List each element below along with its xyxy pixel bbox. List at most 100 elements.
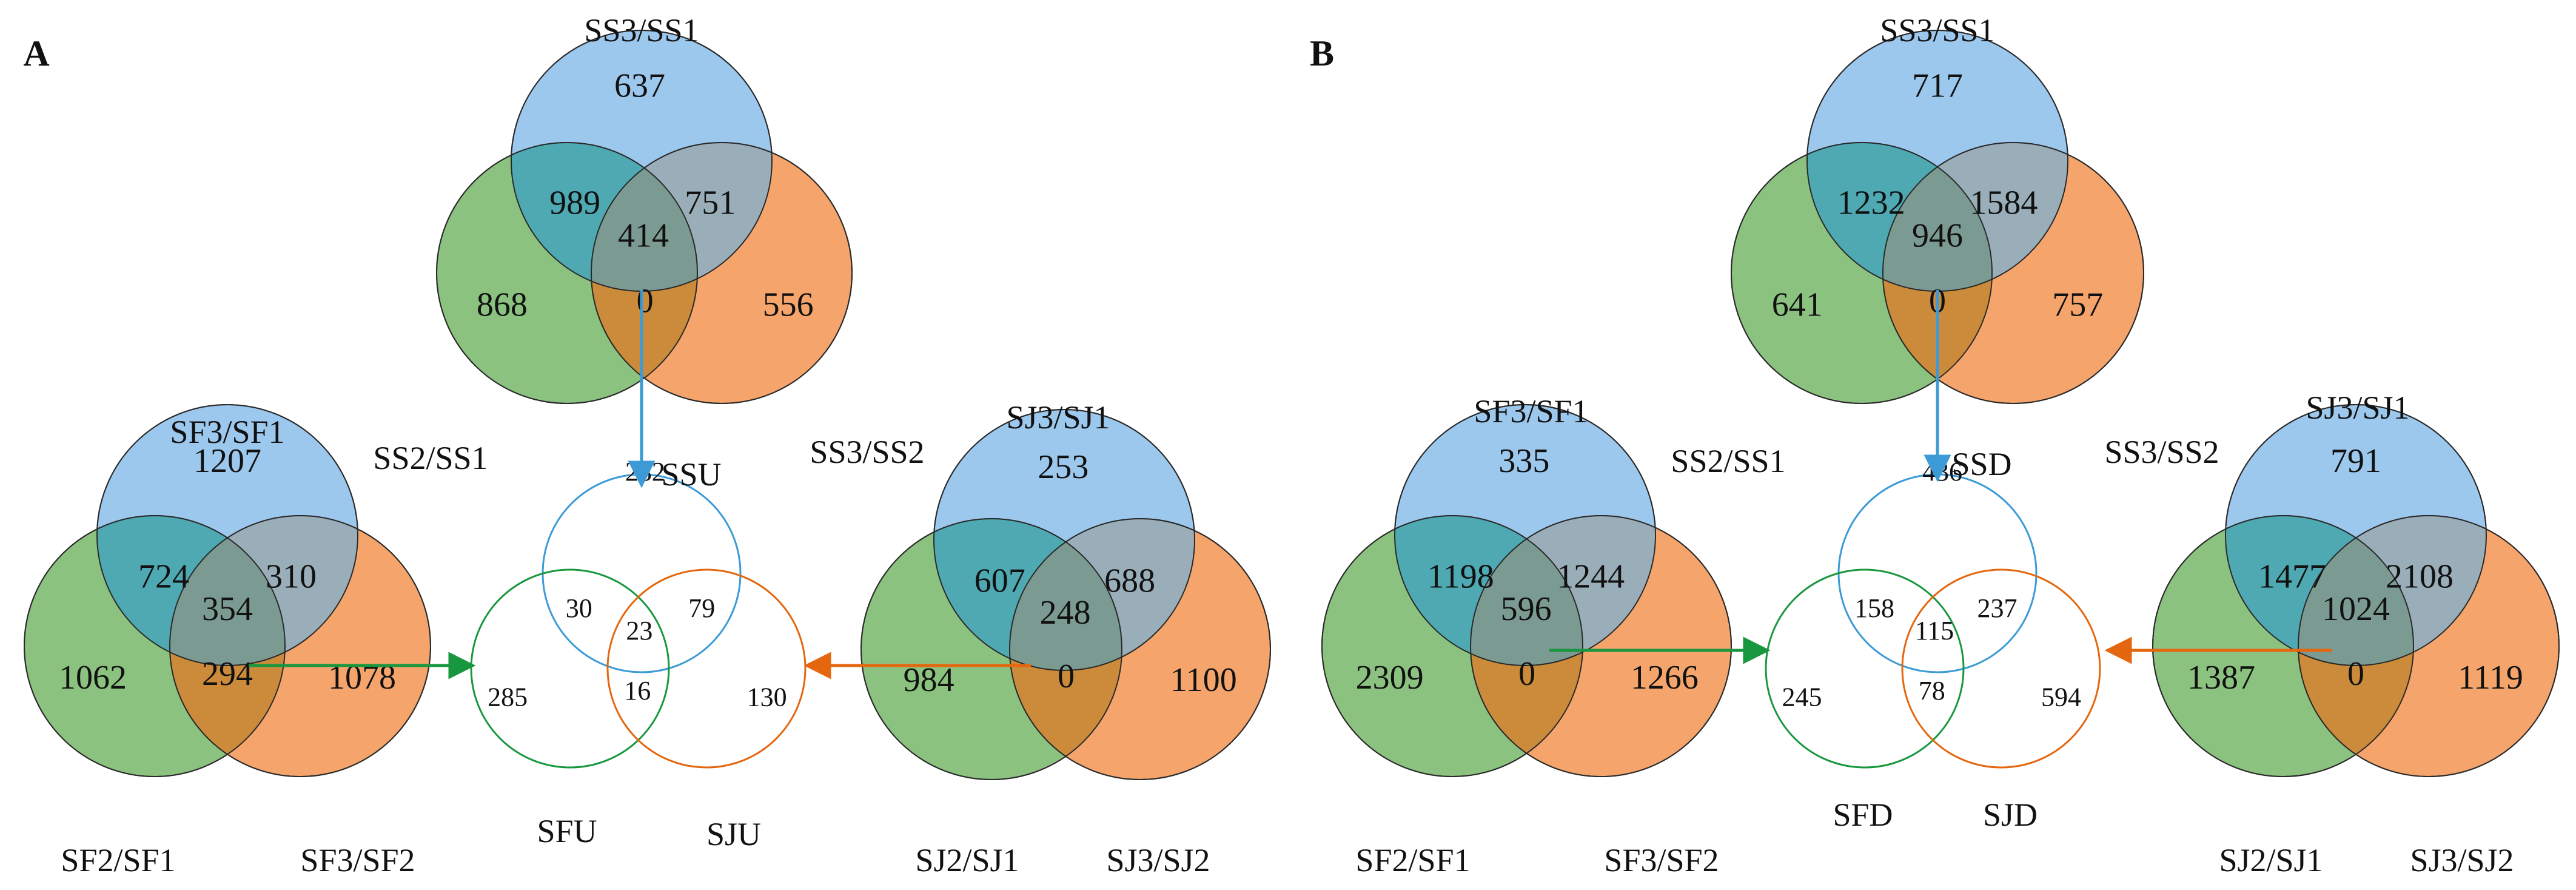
venn-outline-right [2298,515,2560,777]
summary-value-abc: 115 [1915,616,1954,646]
summary-value-b-only: 285 [488,683,528,712]
overlap-fill [591,143,697,291]
venn-label-top: SS3/SS1 [1880,12,1994,49]
venn-outline-right [1882,142,2144,404]
venn-outline-left [436,142,698,404]
summary-label-top: SSD [1951,446,2011,482]
region-value-a-only: 717 [1912,67,1963,105]
venn-outline-top [1394,404,1656,666]
venn-outline-right [591,142,853,404]
region-value-a-only: 253 [1038,448,1088,486]
venn-label-right: SF3/SF2 [300,842,415,878]
venn-label-left: SF2/SF1 [61,842,175,878]
summary-label-right: SJU [706,816,761,852]
overlap-fill [1471,516,1583,666]
region-value-ac: 751 [685,184,736,221]
venn-label-right: SS3/SS2 [2104,434,2219,470]
region-value-ac: 2108 [2386,558,2454,596]
region-value-c-only: 1119 [2458,659,2523,696]
summary-value-ac: 237 [1977,593,2018,623]
region-value-abc: 946 [1912,217,1963,254]
region-value-abc: 248 [1040,594,1091,632]
venn-ss: 717641757123215840946SS3/SS1SS2/SS1SS3/S… [1671,12,2219,479]
overlap-center-inner [1471,516,1583,666]
venn-label-left: SS2/SS1 [1671,443,1785,479]
overlap-fill [1883,143,1992,291]
summary-value-ac: 79 [688,593,715,623]
region-value-ac: 1584 [1970,184,2038,221]
summary-circle-right [1901,568,2101,769]
venn-label-right: SJ3/SJ2 [2410,842,2514,878]
region-value-a-only: 335 [1498,442,1549,480]
region-value-b-only: 984 [904,661,954,699]
venn-label-right: SJ3/SJ2 [1106,842,1210,878]
venn-label-left: SJ2/SJ1 [2219,842,2323,878]
summary-value-c-only: 130 [747,683,787,712]
venn-label-right: SF3/SF2 [1604,842,1719,878]
region-value-ac: 1244 [1557,558,1625,596]
region-value-c-only: 556 [763,286,814,323]
summary-label-right: SJD [1983,797,2038,833]
venn-outline-left [1321,515,1583,777]
venn-outline-left [860,518,1122,780]
region-value-a-only: 637 [614,67,665,105]
venn-outline-right [169,515,431,777]
region-value-c-only: 757 [2052,286,2103,323]
overlap-center [1883,143,1992,291]
summary-value-a-only: 282 [625,457,665,487]
venn-outline-top [933,409,1195,671]
region-value-ab: 1477 [2258,558,2326,596]
region-value-b-only: 868 [477,286,528,323]
summary-value-bc: 78 [1919,676,1945,706]
region-value-b-only: 2309 [1356,659,1424,696]
summary-value-bc: 16 [624,676,651,706]
region-value-ab: 724 [138,558,189,596]
overlap-center [2298,516,2413,666]
region-value-a-only: 791 [2330,442,2381,480]
summary-label-left: SFU [537,813,597,849]
region-value-ac: 688 [1104,562,1155,600]
region-value-b-only: 1062 [59,659,127,696]
venn-outline-left [1731,142,1993,404]
region-value-bc: 0 [1058,658,1075,695]
overlap-center [1471,516,1583,666]
summary-value-ab: 158 [1854,593,1894,623]
summary-value-abc: 23 [626,616,652,646]
region-value-ac: 310 [266,558,317,596]
venn-label-top: SJ3/SJ1 [2306,389,2409,426]
overlap-center [591,143,697,291]
venn-outline-top [96,404,358,666]
venn-outline-top [2225,404,2487,666]
overlap-center-inner [1010,519,1122,670]
region-value-abc: 596 [1501,590,1552,628]
region-value-bc: 294 [202,655,253,693]
region-value-bc: 0 [2347,655,2364,693]
panel-letter: A [23,33,49,73]
venn-outline-left [24,515,286,777]
region-value-a-only: 1207 [193,442,261,480]
region-value-b-only: 641 [1772,286,1823,323]
region-value-c-only: 1100 [1170,661,1237,699]
summary-value-c-only: 594 [2041,683,2081,712]
summary-label-top: SSU [661,456,721,493]
panel-b: B717641757123215840946SS3/SS1SS2/SS1SS3/… [1310,12,2560,878]
region-value-b-only: 1387 [2187,659,2255,696]
overlap-center-inner [591,143,697,291]
venn-label-top: SF3/SF1 [1474,393,1588,430]
region-value-bc: 0 [637,282,654,320]
venn-outline-left [2152,515,2414,777]
venn-label-top: SJ3/SJ1 [1006,399,1110,436]
summary-label-left: SFD [1833,797,1893,833]
region-value-abc: 1024 [2322,590,2390,628]
overlap-center-inner [1883,143,1992,291]
overlap-center [170,516,285,666]
summary-value-ab: 30 [566,593,592,623]
region-value-ab: 607 [974,562,1025,600]
